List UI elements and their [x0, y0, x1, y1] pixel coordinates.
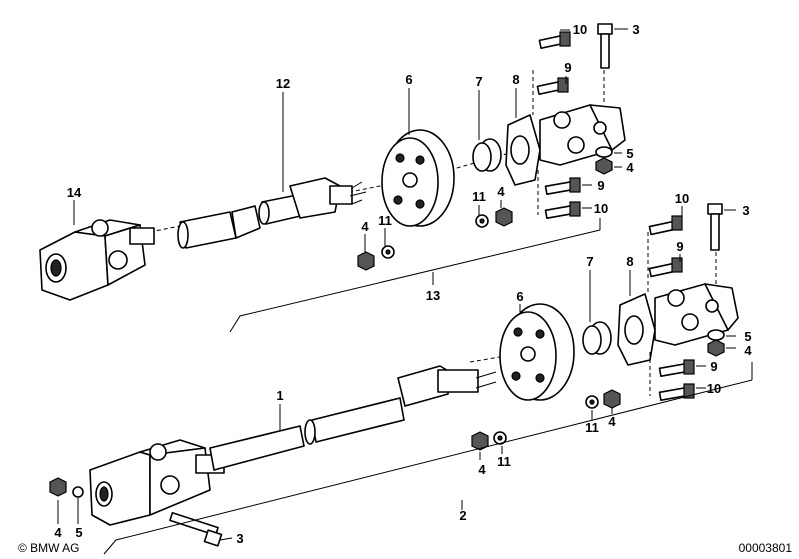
label-4-d: 4 — [744, 343, 752, 358]
bolt-10-lower-bottom[interactable] — [658, 383, 695, 401]
washer-5-lower-left[interactable] — [72, 486, 84, 498]
nut-4-lower-a[interactable] — [603, 389, 621, 409]
label-10-b: 10 — [594, 201, 608, 216]
label-8-b: 8 — [626, 254, 633, 269]
callout-labels: 12 6 7 8 10 3 9 5 4 9 10 14 4 11 11 4 13… — [54, 22, 752, 546]
upper-assembly — [39, 23, 628, 333]
washer-5-lower[interactable] — [707, 329, 725, 341]
washer-11-upper-b[interactable] — [381, 245, 395, 259]
label-3-a: 3 — [632, 22, 639, 37]
nut-4-upper-a[interactable] — [495, 207, 513, 227]
washer-5-upper[interactable] — [595, 146, 613, 158]
label-11-c: 11 — [585, 420, 599, 435]
bolt-10-lower-top[interactable] — [648, 215, 683, 236]
label-5-c: 5 — [75, 525, 82, 540]
nut-4-upper-b[interactable] — [357, 251, 375, 271]
label-9-b: 9 — [597, 178, 604, 193]
bushing-7[interactable] — [472, 138, 502, 172]
nut-4-lower-left[interactable] — [49, 477, 67, 497]
label-4-e: 4 — [608, 414, 616, 429]
label-11-a: 11 — [378, 213, 392, 228]
shaft-12[interactable] — [258, 177, 367, 225]
label-3-b: 3 — [742, 203, 749, 218]
label-6-b: 6 — [516, 289, 523, 304]
label-10-a: 10 — [573, 22, 587, 37]
lower-u-joint[interactable] — [89, 439, 225, 526]
upper-u-joint[interactable] — [539, 104, 626, 166]
bolt-9-upper-top[interactable] — [536, 77, 569, 95]
label-12: 12 — [276, 76, 290, 91]
label-4-b: 4 — [361, 219, 369, 234]
label-7: 7 — [475, 74, 482, 89]
nut-4-lower-right[interactable] — [707, 339, 725, 357]
label-5-b: 5 — [744, 329, 751, 344]
label-11-d: 11 — [497, 454, 511, 469]
label-9-d: 9 — [710, 359, 717, 374]
label-1: 1 — [276, 388, 283, 403]
lower-assembly — [49, 203, 753, 555]
bolt-9-upper-bottom[interactable] — [544, 177, 581, 195]
bolt-3-lower-left[interactable] — [169, 511, 223, 547]
shaft-1[interactable] — [209, 365, 497, 471]
label-11-b: 11 — [472, 189, 486, 204]
bolt-3-lower[interactable] — [707, 203, 723, 251]
label-4-f: 4 — [478, 462, 486, 477]
bolt-9-lower-bottom[interactable] — [658, 359, 695, 377]
spline-shaft[interactable] — [177, 205, 261, 249]
universal-joint-14[interactable] — [39, 219, 155, 301]
washer-11-lower-a[interactable] — [585, 395, 599, 409]
flange-8-lower[interactable] — [617, 293, 656, 366]
bolt-3-upper[interactable] — [597, 23, 613, 69]
label-14: 14 — [67, 185, 82, 200]
label-13: 13 — [426, 288, 440, 303]
diagram-code: 00003801 — [739, 541, 793, 555]
flange-8[interactable] — [505, 114, 541, 186]
bolt-10-upper-bottom[interactable] — [544, 201, 581, 219]
label-4-c: 4 — [497, 184, 505, 199]
washer-11-lower-b[interactable] — [493, 431, 507, 445]
washer-11-upper-a[interactable] — [475, 214, 489, 228]
label-5-a: 5 — [626, 146, 633, 161]
copyright-text: © BMW AG — [18, 541, 80, 555]
label-10-d: 10 — [707, 381, 721, 396]
flex-disc-6-lower[interactable] — [499, 303, 575, 401]
bushing-7-lower[interactable] — [582, 321, 612, 355]
bolt-9-lower-top[interactable] — [648, 257, 683, 278]
label-4-g: 4 — [54, 525, 62, 540]
label-10-c: 10 — [675, 191, 689, 206]
lower-right-u-joint[interactable] — [654, 283, 739, 346]
label-3-c: 3 — [236, 531, 243, 546]
label-7-b: 7 — [586, 254, 593, 269]
flex-disc-6[interactable] — [381, 129, 455, 227]
label-6: 6 — [405, 72, 412, 87]
label-9-a: 9 — [564, 60, 571, 75]
bolt-10-upper-top[interactable] — [538, 31, 571, 49]
label-8: 8 — [512, 72, 519, 87]
nut-4-upper-right[interactable] — [595, 157, 613, 175]
label-9-c: 9 — [676, 239, 683, 254]
label-4-a: 4 — [626, 160, 634, 175]
label-2: 2 — [459, 508, 466, 523]
